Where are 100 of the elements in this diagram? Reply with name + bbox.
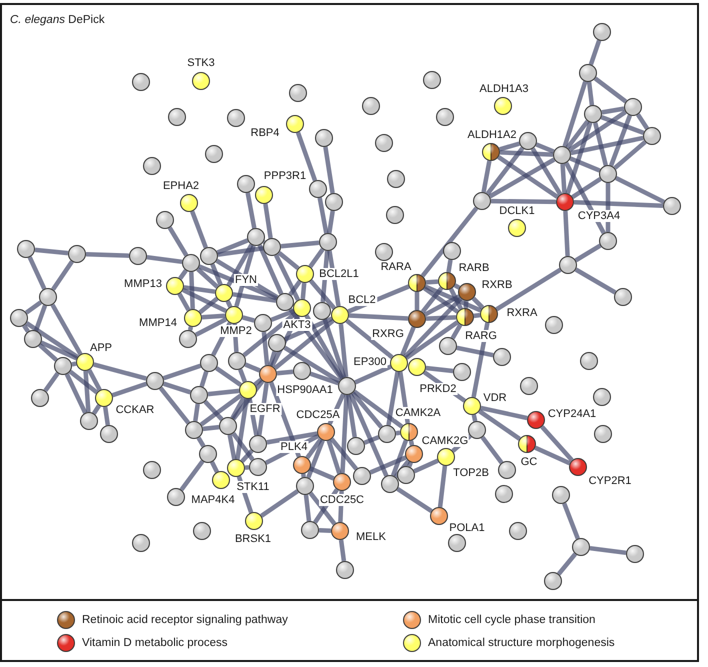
interaction-line (263, 204, 273, 238)
network-node (508, 219, 526, 237)
interaction-line (25, 321, 79, 359)
interaction-line (238, 368, 247, 382)
network-node (296, 265, 314, 283)
interaction-line (232, 292, 276, 303)
interaction-line (346, 318, 394, 360)
network-node (24, 330, 42, 348)
interaction-line (407, 462, 413, 468)
network-node (180, 194, 198, 212)
interaction-line (570, 136, 644, 156)
interaction-line (348, 393, 388, 477)
interaction-line (146, 254, 182, 264)
network-node (572, 538, 590, 556)
interaction-line (190, 210, 208, 248)
interaction-line (566, 120, 590, 150)
node-label: RBP4 (250, 127, 280, 139)
network-node (387, 170, 405, 188)
network-node (132, 73, 150, 91)
node-label: VDR (482, 392, 508, 404)
network-node (325, 193, 343, 211)
network-node (386, 206, 404, 224)
network-node (545, 316, 563, 334)
network-node (493, 348, 511, 366)
network-node (626, 545, 644, 563)
network-node (296, 477, 314, 495)
network-node (544, 572, 562, 590)
interaction-line (177, 292, 191, 312)
interaction-line (574, 268, 616, 294)
interaction-line (569, 156, 601, 173)
interaction-line (424, 294, 460, 317)
network-node (438, 272, 456, 290)
network-node (437, 448, 455, 466)
network-node (215, 284, 233, 302)
interaction-line (560, 164, 567, 194)
interaction-line (24, 300, 42, 315)
node-label: EPHA2 (162, 180, 200, 192)
network-node (249, 458, 267, 476)
network-node (167, 488, 185, 506)
interaction-line (556, 552, 578, 576)
node-label: CYP24A1 (546, 408, 598, 420)
interaction-line (318, 528, 332, 533)
network-node (289, 84, 307, 102)
network-node (237, 175, 255, 193)
network-node (353, 467, 371, 485)
interaction-line (396, 430, 400, 436)
interaction-line (40, 340, 78, 360)
network-node (559, 256, 577, 274)
network-node (301, 521, 319, 539)
network-node (293, 299, 311, 317)
interaction-line (609, 114, 632, 166)
interaction-line (268, 350, 277, 366)
node-label: ALDH1A2 (466, 129, 518, 141)
network-node (132, 534, 150, 552)
network-node (593, 388, 611, 406)
interaction-line (189, 272, 195, 310)
network-node (146, 372, 164, 390)
interaction-line (196, 267, 219, 289)
interaction-line (448, 288, 464, 310)
network-node (509, 522, 527, 540)
node-label: MMP14 (138, 317, 178, 329)
node-label: CAMK2A (394, 407, 442, 419)
interaction-line (586, 82, 594, 106)
network-node (200, 247, 218, 265)
interaction-line (480, 436, 504, 464)
interaction-line (202, 424, 220, 432)
network-node (254, 314, 272, 332)
network-node (331, 306, 349, 324)
network-node (225, 306, 243, 324)
interaction-line (364, 435, 380, 445)
interaction-line (193, 404, 200, 422)
interaction-line (396, 487, 433, 513)
network-node (463, 397, 481, 415)
interaction-line (408, 440, 414, 446)
interaction-line (568, 110, 627, 152)
interaction-line (423, 286, 459, 314)
network-node (293, 456, 311, 474)
interaction-line (178, 269, 188, 280)
node-label: PLK4 (280, 441, 308, 453)
interaction-line (288, 280, 302, 296)
legend-label: Vitamin D metabolic process (82, 636, 228, 650)
network-node (347, 437, 365, 455)
interaction-line (182, 288, 227, 314)
interaction-line (426, 279, 438, 285)
network-node (338, 377, 356, 395)
interaction-line (420, 206, 478, 278)
node-label: PRKD2 (418, 383, 458, 395)
interaction-line (309, 279, 336, 310)
interaction-line (226, 300, 232, 308)
node-label: RARB (458, 262, 490, 274)
interaction-line (590, 546, 626, 556)
interaction-line (215, 366, 242, 387)
network-node (643, 127, 661, 145)
node-label: FYN (234, 274, 258, 286)
network-node (456, 308, 474, 326)
network-node (378, 425, 396, 443)
interaction-line (227, 434, 237, 460)
interaction-line (276, 370, 294, 376)
interaction-line (530, 148, 562, 196)
network-node (408, 274, 426, 292)
